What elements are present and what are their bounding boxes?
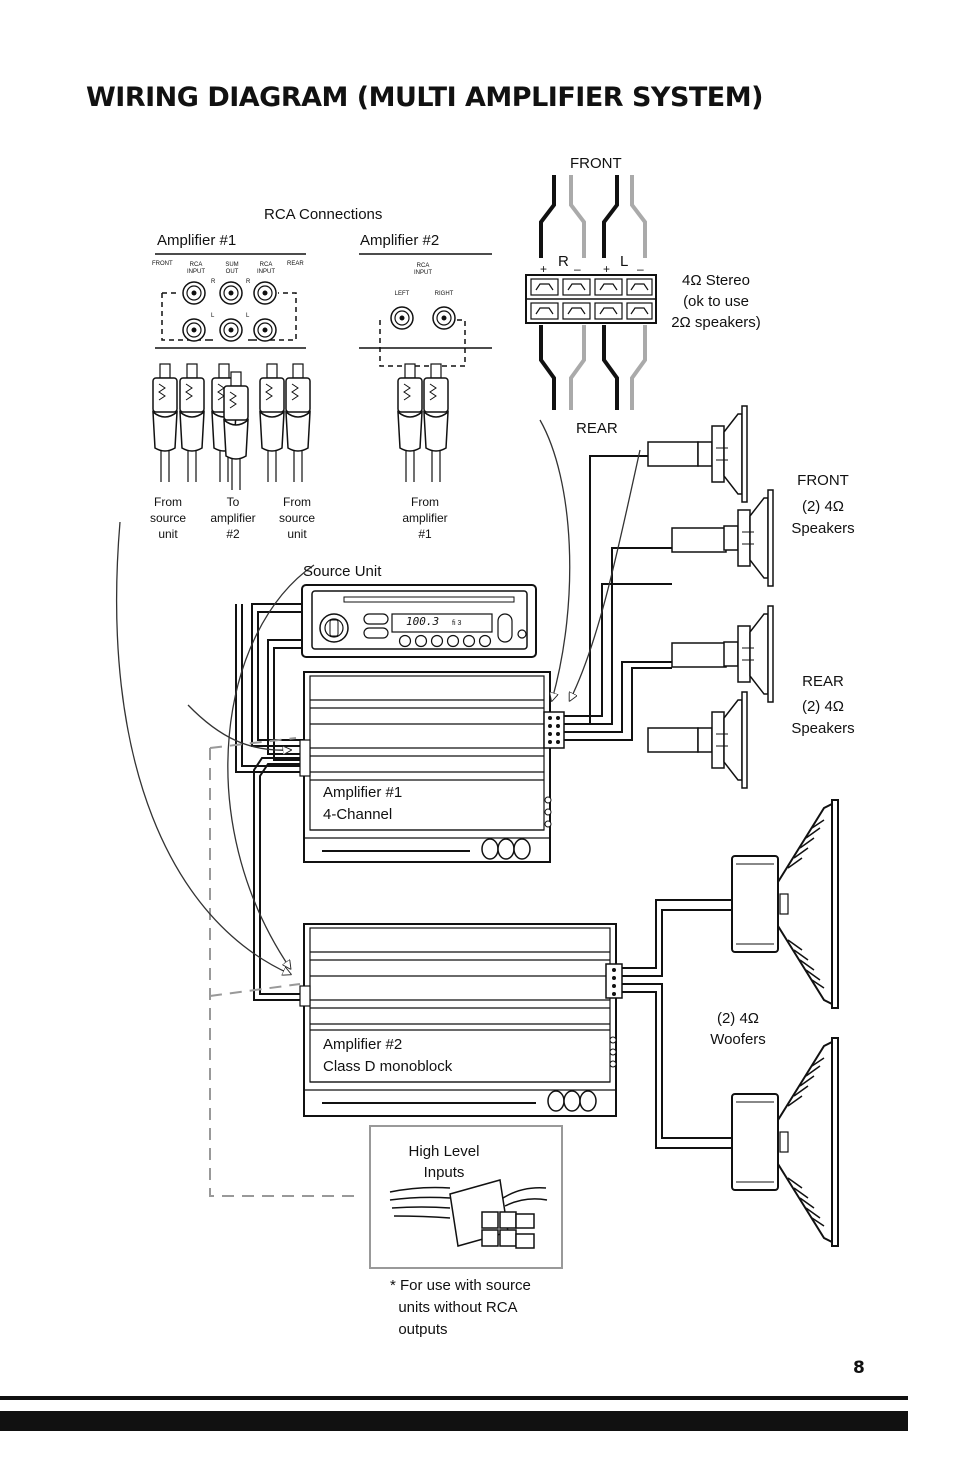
rca-jack-amp2-left [390,306,414,330]
page-title: WIRING DIAGRAM (MULTI AMPLIFIER SYSTEM) [86,82,763,113]
terminal-plus: + [540,262,548,276]
channel-l-label: L [211,313,215,319]
woofer-2 [731,1037,839,1247]
rca-jack-amp2-right [432,306,456,330]
rca-jack-amp1-front-l [182,318,206,342]
terminal-front-label: FRONT [570,155,622,172]
amplifier-2-device [299,923,623,1117]
rca-input-label: RCA INPUT [187,262,205,275]
rear-speaker-2 [697,691,748,789]
wiring-lines [235,455,780,1149]
rca-plug [285,363,311,483]
terminal-minus: – [637,262,644,276]
amp2-rca-input-label: RCA INPUT [414,263,432,276]
rca-connections-section [152,253,492,491]
terminal-l-label: L [620,253,629,270]
rca-plug [423,363,449,483]
front-speaker-1 [697,405,748,503]
amplifier-2-line2: Class D monoblock [323,1058,453,1075]
rca-jack-amp1-sum-l [219,318,243,342]
rca-jack-amp1-rear-r [253,281,277,305]
rear-speakers-desc: (2) 4Ω Speakers [791,698,855,737]
rca-input-label: RCA INPUT [257,262,275,275]
sum-out-label: SUM OUT [225,262,239,275]
channel-r-label: R [246,279,251,285]
high-level-note: * For use with source units without RCA … [390,1277,531,1338]
source-unit-display-small: fi 3 [452,620,462,627]
amplifier-1-line1: Amplifier #1 [323,784,403,801]
high-level-inputs-label: High Level Inputs [408,1143,480,1181]
rca-front-label: FRONT [152,261,173,267]
front-speakers-desc: (2) 4Ω Speakers [791,498,855,537]
front-speakers-label: FRONT [797,472,849,489]
amplifier-1-device [299,671,565,863]
caption-from-amplifier-1: From amplifier #1 [402,495,448,541]
speaker-terminal-section [525,175,657,410]
rca-plug [259,363,285,483]
rca-plug [397,363,423,483]
stereo-note: 4Ω Stereo (ok to use 2Ω speakers) [671,272,761,331]
front-speaker-2 [723,489,774,587]
rca-rear-label: REAR [287,261,304,267]
rca-amp2-label: Amplifier #2 [360,232,440,249]
source-unit-device [301,584,537,658]
rca-amp1-label: Amplifier #1 [157,232,237,249]
terminal-minus: – [574,262,581,276]
amplifier-1-line2: 4-Channel [323,806,393,823]
high-level-input-section [209,737,563,1269]
rca-jack-amp1-rear-l [253,318,277,342]
rear-speaker-1 [723,605,774,703]
channel-l-label: L [246,313,250,319]
page-number: 8 [853,1358,865,1378]
woofer-1 [731,799,839,1009]
amplifier-2-line1: Amplifier #2 [323,1036,403,1053]
caption-from-source-1: From source unit [149,495,187,541]
woofers-desc: (2) 4Ω Woofers [710,1010,766,1048]
connection-arrows [115,419,641,974]
rca-jack-amp1-sum-r [219,281,243,305]
terminal-rear-label: REAR [576,420,618,437]
rca-plug [152,363,178,483]
amp2-left-label: LEFT [394,291,410,297]
rca-plug [179,363,205,483]
source-unit-display: 100.3 [406,615,440,628]
channel-r-label: R [211,279,216,285]
source-unit-label: Source Unit [303,563,382,580]
rca-jack-amp1-front-r [182,281,206,305]
terminal-r-label: R [558,253,569,270]
amp2-right-label: RIGHT [434,291,454,297]
caption-to-amplifier-2: To amplifier #2 [210,495,256,541]
terminal-plus: + [603,262,611,276]
rca-connections-heading: RCA Connections [264,206,383,223]
rear-speakers-label: REAR [802,673,844,690]
caption-from-source-2: From source unit [278,495,316,541]
